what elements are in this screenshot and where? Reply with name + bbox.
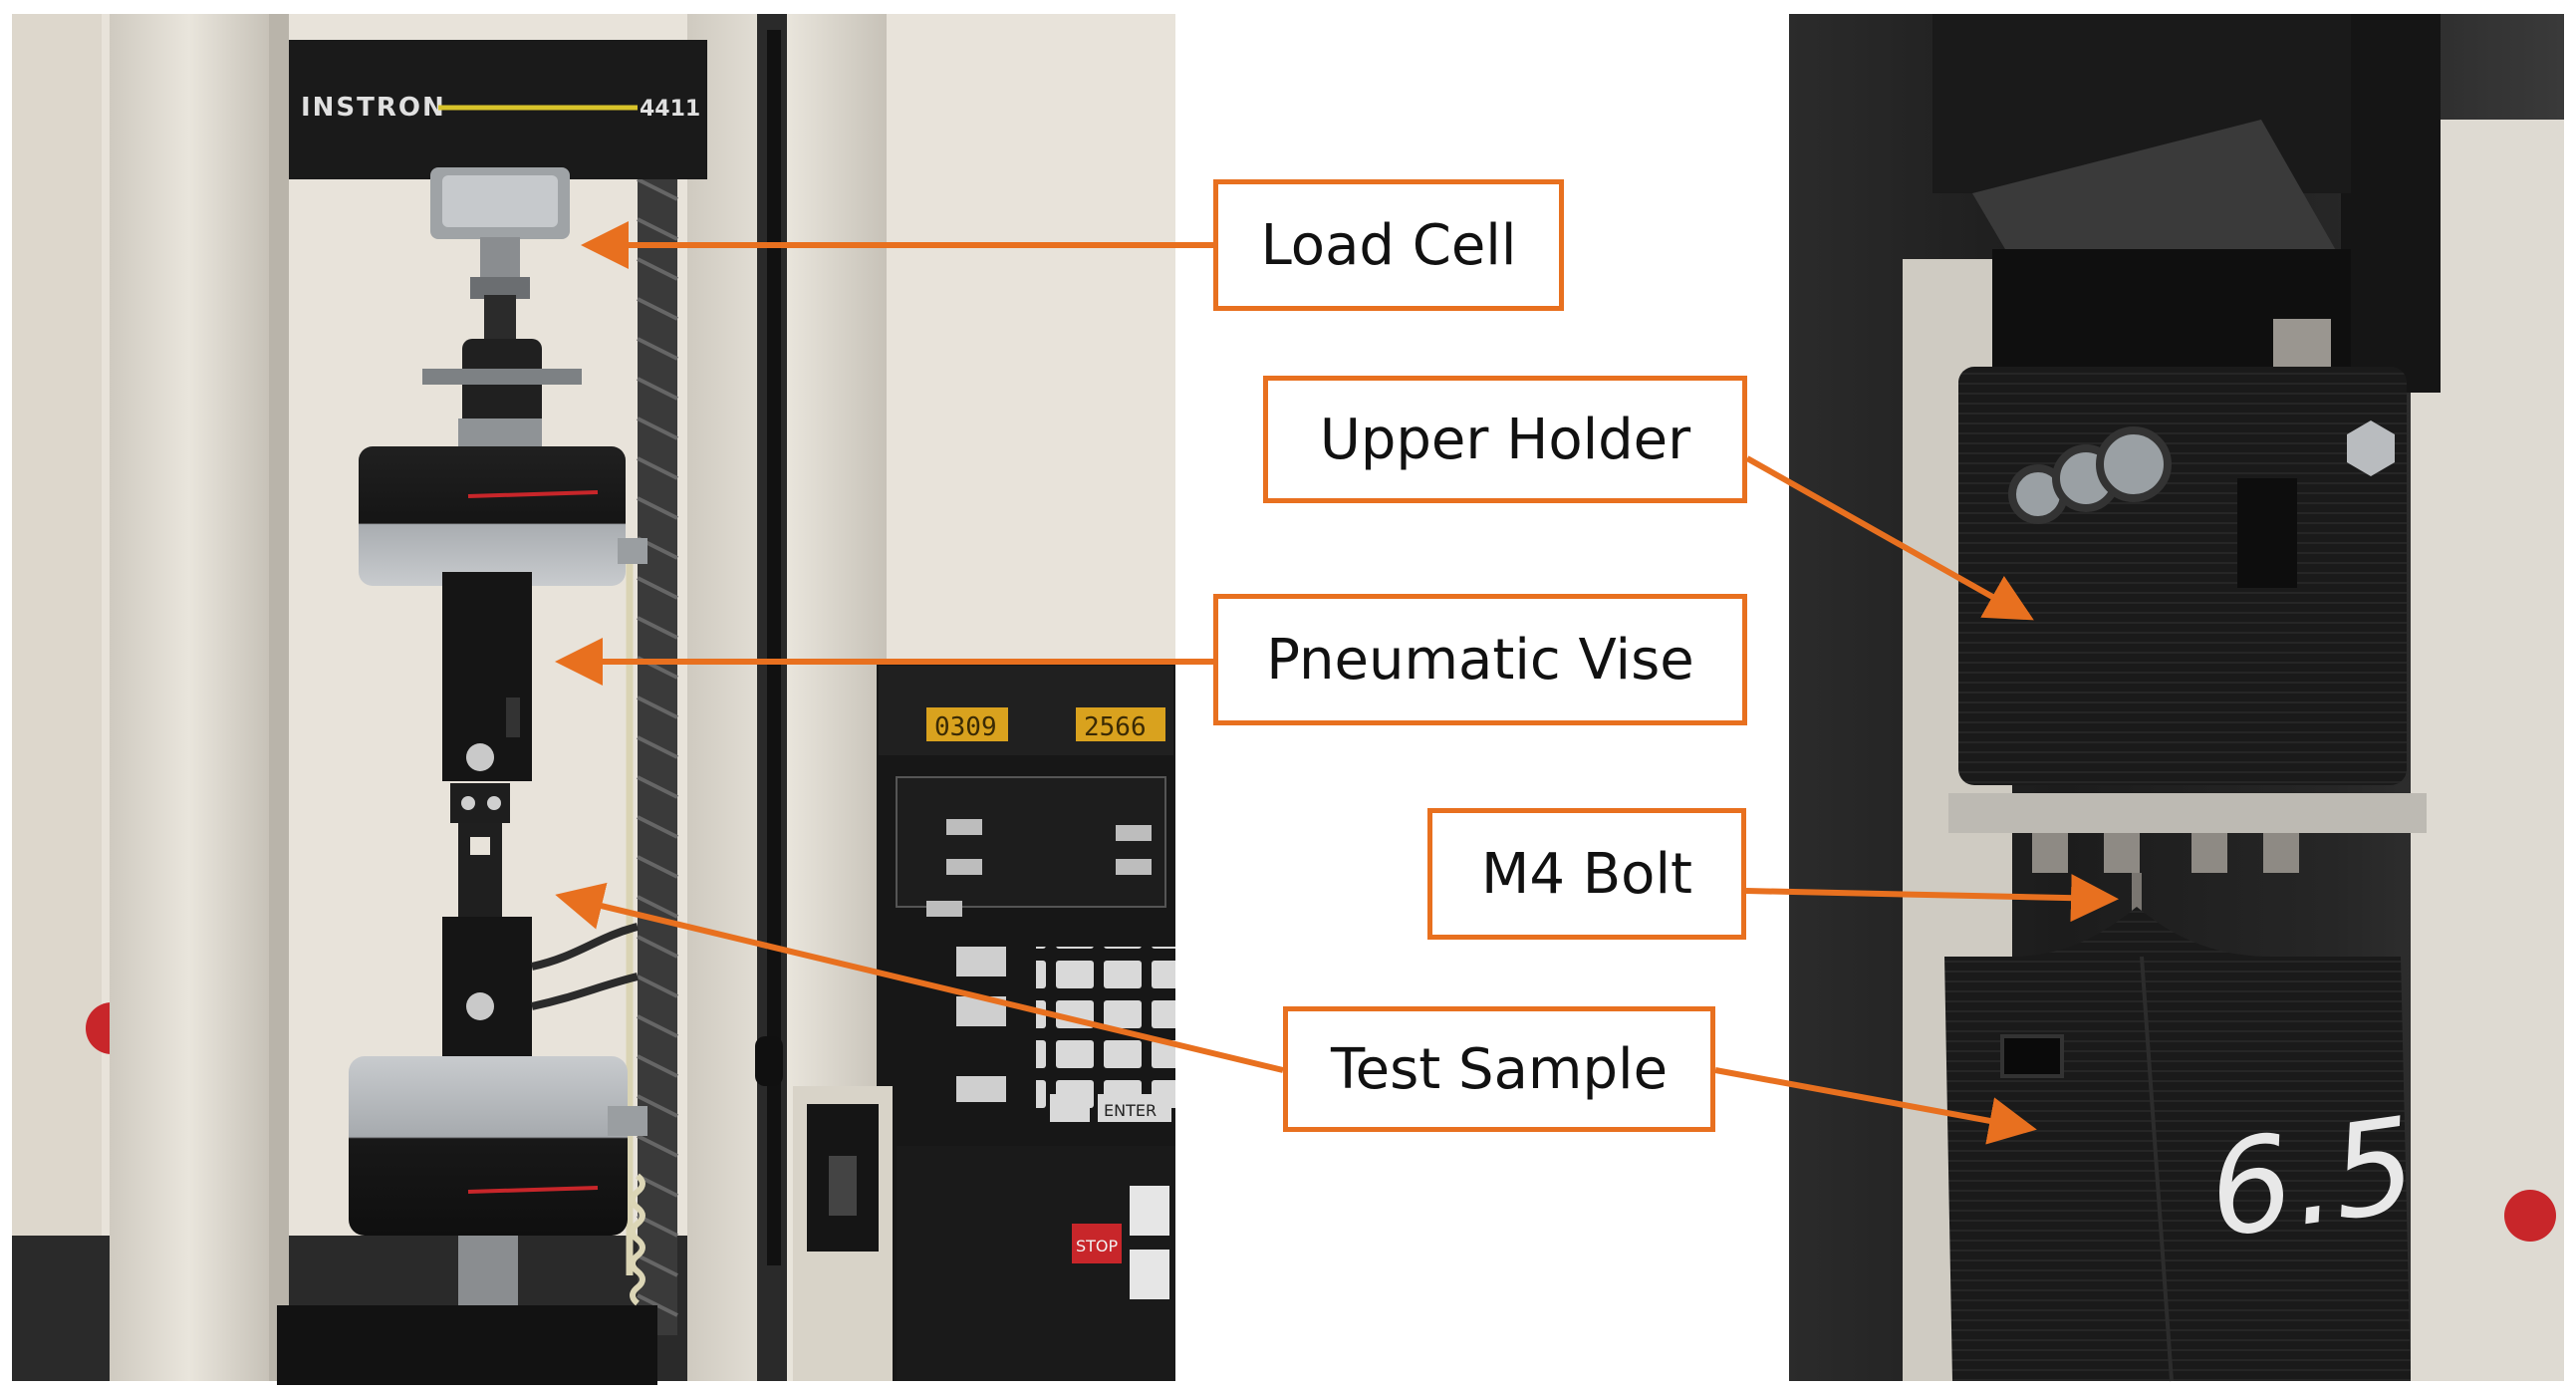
left-photo: INSTRON 4411 [12, 14, 1175, 1385]
display-2-value: 2566 [1084, 712, 1147, 742]
label-load-cell: Load Cell [1213, 179, 1564, 311]
label-m4-bolt-text: M4 Bolt [1481, 841, 1692, 907]
label-test-sample-text: Test Sample [1330, 1036, 1669, 1102]
leadscrew-thread [637, 177, 678, 1317]
display-1-value: 0309 [934, 712, 997, 742]
upper-pneumatic-cylinder [359, 446, 647, 1275]
lower-pneumatic-cylinder [277, 1056, 657, 1385]
coiled-air-line [630, 1173, 645, 1306]
jog-control [755, 1036, 893, 1381]
callout-arrows [555, 221, 2119, 1145]
arrow-test-sample-right [1714, 1067, 2037, 1145]
red-valve [2504, 1190, 2556, 1242]
load-cell [430, 167, 570, 299]
label-upper-holder: Upper Holder [1263, 376, 1747, 503]
label-pneumatic-vise-text: Pneumatic Vise [1266, 627, 1694, 693]
arrow-m4-bolt [1745, 874, 2119, 923]
left-column-inner [269, 14, 289, 1381]
keypad [1036, 947, 1175, 1116]
label-pneumatic-vise: Pneumatic Vise [1213, 594, 1747, 725]
label-m4-bolt: M4 Bolt [1427, 808, 1746, 940]
vise-frame [2341, 14, 2441, 393]
upper-holder-part [1958, 367, 2407, 785]
limit-rod [767, 30, 781, 1265]
left-column [110, 14, 269, 1381]
bolt-plate [1948, 793, 2427, 913]
left-wall-shadow [12, 14, 102, 1236]
label-load-cell-text: Load Cell [1260, 212, 1517, 278]
enter-key-label: ENTER [1104, 1101, 1157, 1120]
coupling [422, 295, 582, 450]
display-2 [1076, 707, 1165, 741]
enter-key [1098, 1094, 1171, 1122]
upper-jaw [442, 572, 532, 823]
display-1 [926, 707, 1008, 741]
right-photo: 6.5 [1789, 14, 2564, 1382]
specimen-neck [470, 837, 490, 855]
label-test-sample: Test Sample [1283, 1006, 1715, 1132]
stop-key [1072, 1224, 1122, 1263]
test-sample-part: 6.5 [1944, 907, 2425, 1382]
label-upper-holder-text: Upper Holder [1319, 407, 1691, 472]
arrow-upper-holder [1745, 455, 2034, 621]
sample-marking: 6.5 [2199, 1088, 2425, 1266]
arrow-test-sample-left [555, 882, 1284, 1073]
stop-key-label: STOP [1076, 1237, 1119, 1255]
control-panel: 0309 2566 ENTER STOP [877, 664, 1175, 1381]
crosshead-brand: INSTRON [301, 93, 446, 123]
crosshead-model: 4411 [640, 97, 700, 122]
